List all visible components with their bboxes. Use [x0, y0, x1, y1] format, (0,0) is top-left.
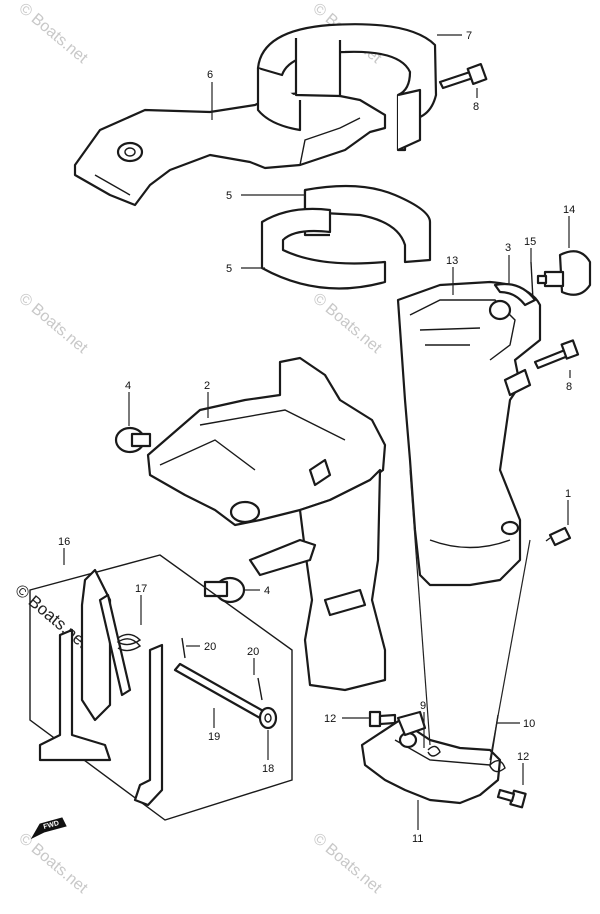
watermark-text: © Boats.net — [15, 0, 91, 67]
callout-2: 2 — [204, 380, 210, 392]
part-14-knob — [536, 250, 592, 296]
part-18-washer — [258, 706, 278, 730]
callout-4: 4 — [264, 585, 270, 597]
watermark-text: © Boats.net — [309, 290, 385, 357]
part-9-spring-clip — [427, 745, 441, 757]
part-16-stopper-rods — [38, 568, 164, 807]
assembly-lines — [409, 469, 531, 761]
leader-lines — [63, 34, 571, 830]
part-15-pin — [530, 261, 534, 301]
callout-5: 5 — [226, 190, 232, 202]
part-5-bushing-bottom — [260, 207, 387, 290]
callout-6: 6 — [207, 69, 213, 81]
callout-14: 14 — [563, 204, 575, 216]
part-10-spring — [489, 714, 506, 773]
part-8-bolt-mid — [533, 339, 580, 370]
callout-15: 15 — [524, 236, 536, 248]
watermark-text-dark: © Boats.net — [11, 581, 92, 653]
callout-12: 12 — [517, 751, 529, 763]
fwd-arrow-icon: FWD — [30, 817, 67, 840]
part-12-bolt-left — [368, 710, 397, 728]
part-2-clamp-bracket — [146, 356, 387, 527]
callout-5: 5 — [226, 263, 232, 275]
part-6-upper-bracket — [73, 90, 387, 207]
callout-labels: 6 7 8 5 5 14 15 3 13 8 4 2 1 4 16 17 20 … — [58, 30, 575, 845]
part-7-collar — [256, 23, 438, 152]
callout-12: 12 — [324, 713, 336, 725]
callout-18: 18 — [262, 763, 274, 775]
part-8-bolt-top — [438, 62, 488, 90]
watermark-text: © Boats.net — [309, 830, 385, 897]
callout-20: 20 — [247, 646, 259, 658]
part-4-bushing-lower — [203, 576, 246, 604]
stern-bracket-tube — [248, 468, 387, 692]
part-20-pin-2 — [257, 677, 263, 701]
callout-7: 7 — [466, 30, 472, 42]
watermark-text: © Boats.net — [15, 290, 91, 357]
callout-17: 17 — [135, 583, 147, 595]
part-19-rod — [173, 662, 267, 720]
watermark-text: © Boats.net — [15, 830, 91, 897]
callout-13: 13 — [446, 255, 458, 267]
callout-3: 3 — [505, 242, 511, 254]
part-4-bushing-upper — [114, 426, 152, 454]
callout-1: 1 — [565, 488, 571, 500]
callout-16: 16 — [58, 536, 70, 548]
fwd-label: FWD — [43, 820, 60, 831]
part-1-screw — [545, 526, 572, 547]
part-13-swivel-case — [396, 280, 542, 587]
callout-9: 9 — [420, 700, 426, 712]
callout-10: 10 — [523, 718, 535, 730]
callout-8: 8 — [473, 101, 479, 113]
part-20-pin-1 — [181, 637, 186, 659]
callout-20: 20 — [204, 641, 216, 653]
callout-8: 8 — [566, 381, 572, 393]
part-17-spring — [116, 633, 142, 652]
callout-11: 11 — [412, 833, 423, 845]
part-11-lower-bracket — [360, 710, 502, 805]
part-12-bolt-right — [496, 788, 527, 809]
callout-19: 19 — [208, 731, 220, 743]
part-16-kit-box — [29, 554, 293, 821]
callout-4: 4 — [125, 380, 131, 392]
